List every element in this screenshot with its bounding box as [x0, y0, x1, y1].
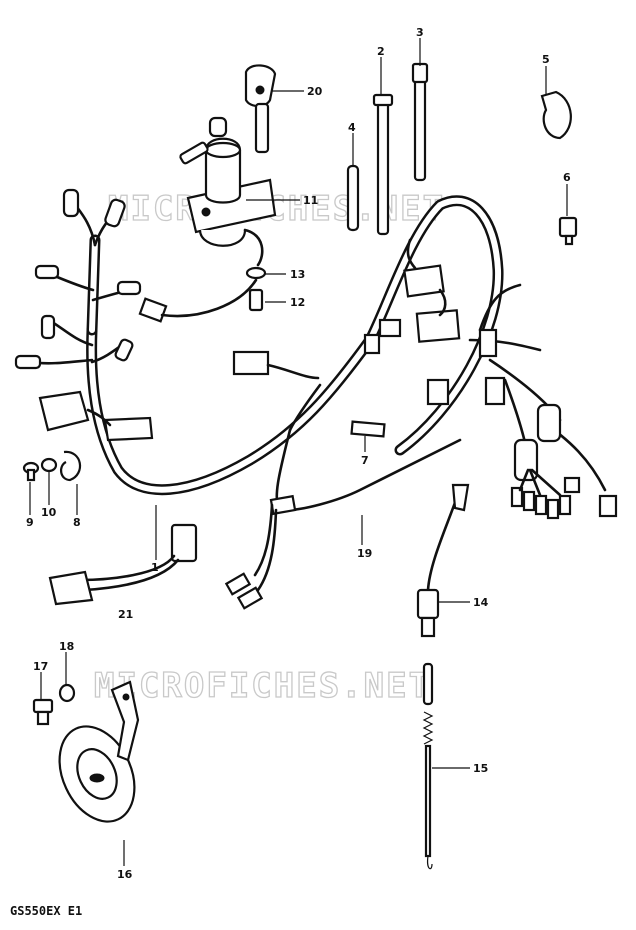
callout-8: 8 — [73, 516, 81, 529]
callout-1: 1 — [151, 561, 159, 574]
ignition-key — [244, 64, 277, 154]
callout-3: 3 — [416, 26, 424, 39]
bolt-12 — [248, 288, 264, 312]
wire-clip — [558, 216, 578, 246]
brake-switch-spring — [422, 662, 434, 870]
washer-10 — [40, 457, 58, 473]
callout-21: 21 — [118, 608, 133, 621]
callout-6: 6 — [563, 171, 571, 184]
cable-clamp — [540, 90, 572, 140]
main-wiring-harness — [28, 195, 618, 520]
ignition-switch — [179, 116, 277, 267]
rear-brake-switch — [416, 483, 470, 638]
callout-13: 13 — [290, 268, 305, 281]
callout-17: 17 — [33, 660, 48, 673]
callout-9: 9 — [26, 516, 34, 529]
callout-18: 18 — [59, 640, 74, 653]
connector-harness-21 — [48, 523, 198, 606]
callout-2: 2 — [377, 45, 385, 58]
clip-8 — [60, 450, 81, 482]
callout-5: 5 — [542, 53, 550, 66]
harness-clamps — [346, 62, 429, 236]
callout-11: 11 — [303, 194, 318, 207]
callout-7: 7 — [361, 454, 369, 467]
connector-12 — [138, 297, 168, 323]
callout-4: 4 — [348, 121, 356, 134]
horn — [58, 680, 140, 823]
screw-9 — [22, 461, 40, 482]
sub-harness — [224, 428, 462, 610]
model-code: GS550EX E1 — [10, 904, 82, 918]
callout-19: 19 — [357, 547, 372, 560]
callout-14: 14 — [473, 596, 489, 609]
cushion — [350, 420, 386, 438]
leader-lines — [29, 38, 568, 866]
callout-15: 15 — [473, 762, 488, 775]
callout-16: 16 — [117, 868, 133, 881]
bolt-17 — [32, 698, 54, 726]
callout-labels: 1 2 3 4 5 6 7 8 9 10 11 12 13 14 15 16 1… — [26, 26, 571, 881]
left-loom-terminals — [14, 188, 142, 370]
callout-10: 10 — [41, 506, 57, 519]
washer-18 — [58, 683, 76, 703]
watermark-bottom: MICROFICHES.NET — [94, 666, 431, 706]
callout-12: 12 — [290, 296, 305, 309]
callout-20: 20 — [307, 85, 323, 98]
watermark-top: MICROFICHES.NET — [108, 189, 445, 229]
bullet-terminals-cluster — [510, 476, 581, 520]
washer-13 — [245, 266, 267, 280]
